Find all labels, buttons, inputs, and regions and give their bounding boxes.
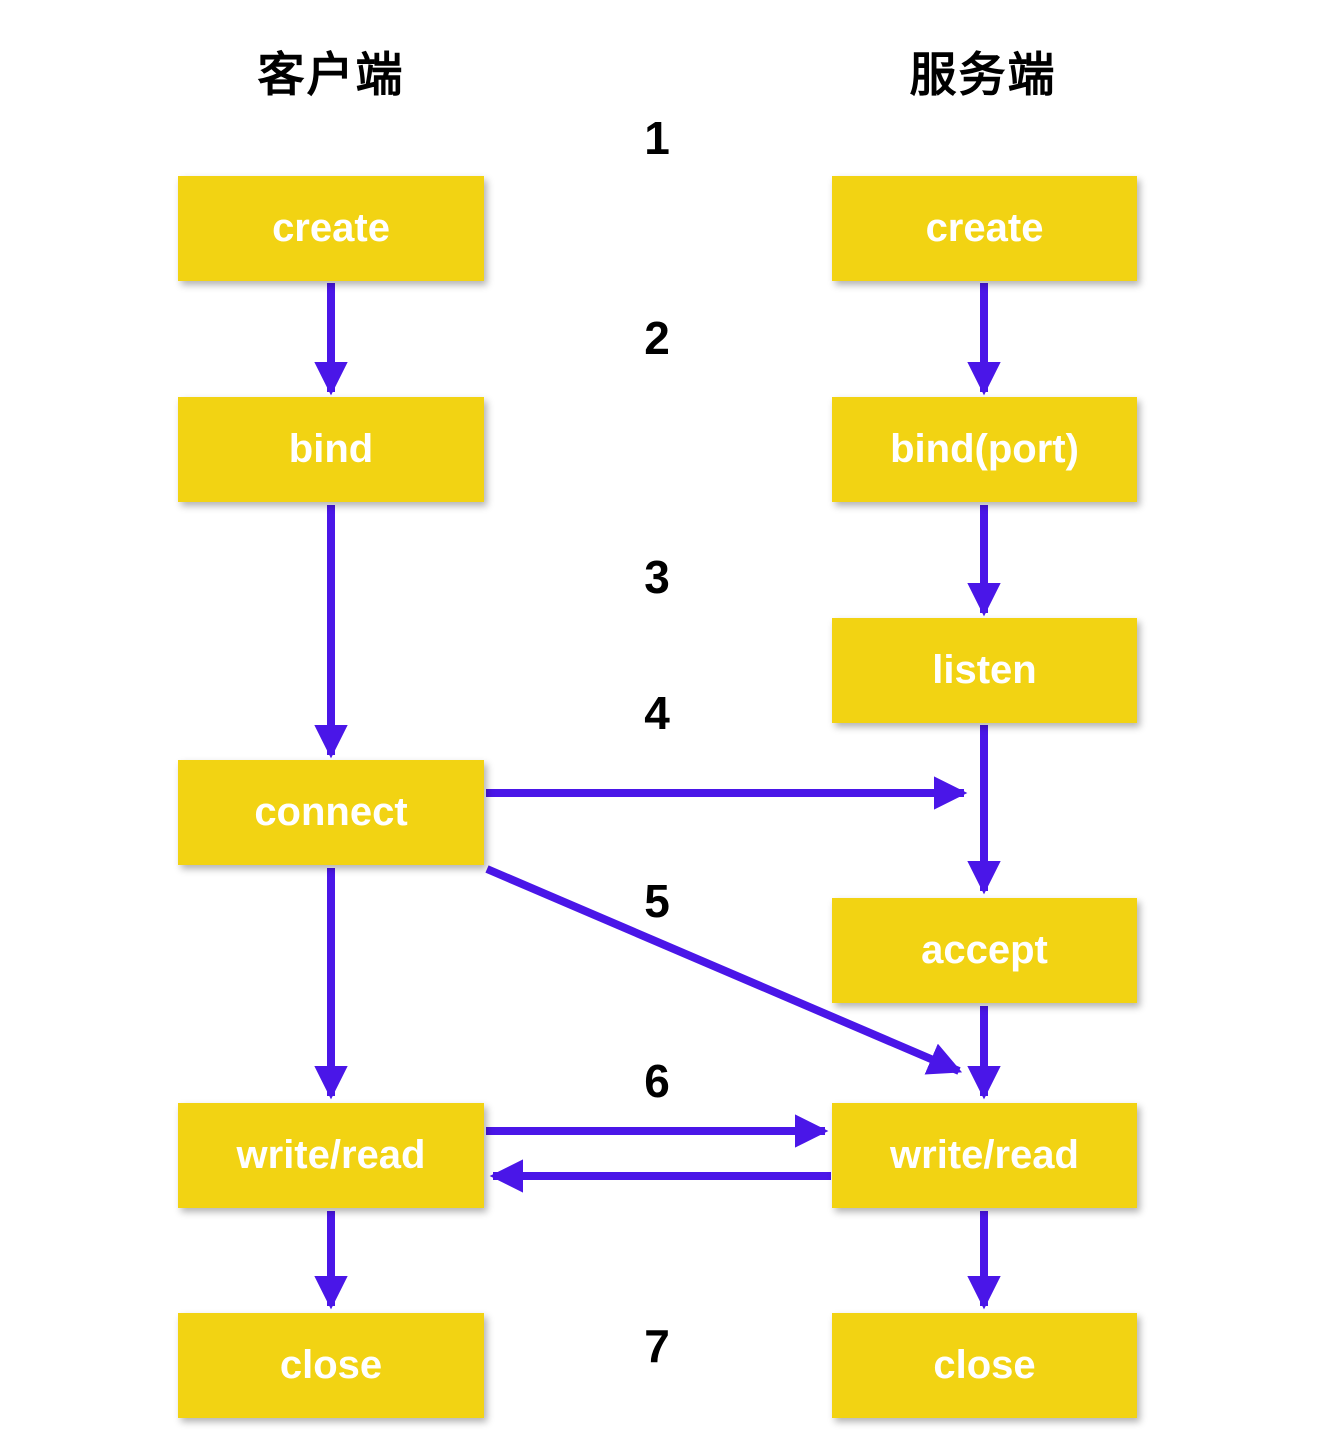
node-server-create: create: [832, 176, 1137, 281]
node-client-close: close: [178, 1313, 484, 1418]
node-server-listen: listen: [832, 618, 1137, 723]
server-column-title: 服务端: [909, 48, 1057, 101]
node-server-bindport: bind(port): [832, 397, 1137, 502]
node-server-accept: accept: [832, 898, 1137, 1003]
client-column-title: 客户端: [257, 48, 405, 101]
node-client-writeread: write/read: [178, 1103, 484, 1208]
step-label-3: 3: [644, 551, 670, 603]
step-label-7: 7: [644, 1320, 670, 1372]
node-client-create: create: [178, 176, 484, 281]
step-label-1: 1: [644, 112, 670, 164]
node-client-connect: connect: [178, 760, 484, 865]
step-label-4: 4: [644, 687, 670, 739]
node-client-bind: bind: [178, 397, 484, 502]
step-label-2: 2: [644, 312, 670, 364]
step-label-6: 6: [644, 1055, 670, 1107]
step-label-5: 5: [644, 875, 670, 927]
node-server-writeread: write/read: [832, 1103, 1137, 1208]
node-server-close: close: [832, 1313, 1137, 1418]
